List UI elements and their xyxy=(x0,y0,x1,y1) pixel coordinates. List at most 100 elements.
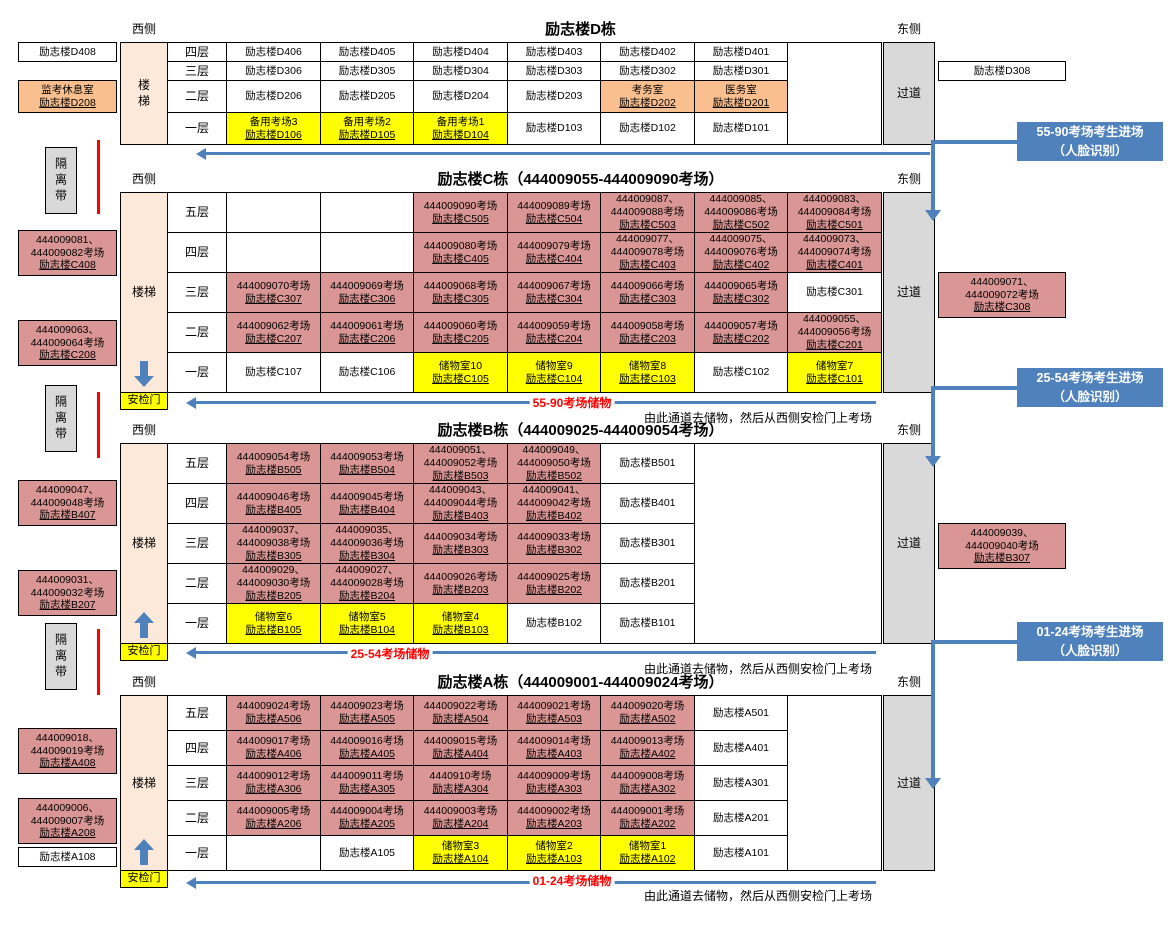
cell-line: 励志楼B205 xyxy=(245,589,302,602)
cell-line: 444009061考场 xyxy=(330,319,404,332)
cell-line: 励志楼D302 xyxy=(619,64,676,77)
room-cell: 444009021考场励志楼A503 xyxy=(507,695,601,731)
cell-line: 444009065考场 xyxy=(704,279,778,292)
cell-line: 励志楼D306 xyxy=(245,64,302,77)
room-cell: 励志楼D305 xyxy=(320,61,414,81)
stairs-label: 楼梯 xyxy=(131,536,156,551)
cell-line: 444009083、 xyxy=(802,193,867,206)
room-cell: 444009073、444009074考场励志楼C401 xyxy=(787,232,882,273)
room-cell: 励志楼B301 xyxy=(600,523,695,564)
cell-line: 励志楼B305 xyxy=(245,549,302,562)
cell-line: 444009012考场 xyxy=(236,770,311,783)
cell-line: 444009045考场 xyxy=(330,490,404,503)
cell-line: 励志楼A502 xyxy=(619,713,676,725)
stairs-arrow-shaft xyxy=(140,850,148,865)
cell-line: 励志楼C107 xyxy=(245,366,302,379)
banner-connector-line xyxy=(931,640,935,778)
cell-line: 励志楼A408 xyxy=(39,757,96,770)
cell-line: 444009071、 xyxy=(970,275,1034,288)
banner-connector-stub xyxy=(931,640,1017,644)
empty-block xyxy=(787,695,882,871)
cell-line: 励志楼B304 xyxy=(338,549,396,562)
room-cell: 励志楼A501 xyxy=(694,695,788,731)
cell-line: 444009029、 xyxy=(241,564,306,577)
room-cell xyxy=(320,192,414,233)
side-label-east: 东侧 xyxy=(896,22,921,36)
cell-line: 444009058考场 xyxy=(610,319,685,332)
cell-line: 励志楼C408 xyxy=(39,259,96,272)
cell-line: 励志楼D104 xyxy=(432,128,489,141)
cell-line: 励志楼C201 xyxy=(806,338,863,351)
security-gate: 安检门 xyxy=(120,870,168,888)
cell-line: 励志楼C105 xyxy=(432,372,489,385)
cell-line: 励志楼A105 xyxy=(338,846,396,859)
side-label-west: 西侧 xyxy=(131,22,156,36)
cell-line: 励志楼D308 xyxy=(973,64,1031,77)
cell-line: 储物室8 xyxy=(628,359,667,372)
room-cell: 励志楼D405 xyxy=(320,42,414,62)
empty-block xyxy=(694,443,882,644)
stairs-arrow-shaft xyxy=(140,623,148,638)
cell-line: 励志楼A302 xyxy=(619,783,676,795)
cell-line: 励志楼B301 xyxy=(619,537,676,550)
room-cell xyxy=(226,835,321,871)
cell-line: 444009018、 xyxy=(35,731,100,744)
room-cell: 444009077、444009078考场励志楼C403 xyxy=(600,232,695,273)
cell-line: 444009036考场 xyxy=(330,537,404,550)
room-cell: 444009008考场励志楼A302 xyxy=(600,765,695,801)
cell-line: 励志楼C202 xyxy=(712,332,770,345)
cell-line: 备用考场1 xyxy=(436,115,485,128)
cell-line: 励志楼C502 xyxy=(712,218,770,231)
room-cell: 444009022考场励志楼A504 xyxy=(413,695,508,731)
room-cell: 励志楼C106 xyxy=(320,352,414,393)
room-cell: 励志楼B501 xyxy=(600,443,695,484)
cell-line: 4440910考场 xyxy=(429,770,492,783)
entry-banner: 01-24考场考生进场（人脸识别） xyxy=(1017,622,1163,661)
cell-line: 励志楼B105 xyxy=(245,623,302,636)
room-cell: 444009005考场励志楼A206 xyxy=(226,800,321,836)
corridor-label: 过道 xyxy=(896,86,921,101)
cell-line: 444009082考场 xyxy=(30,246,105,259)
room-cell: 444009053考场励志楼B504 xyxy=(320,443,414,484)
cell-line: 励志楼B101 xyxy=(619,617,676,630)
corridor-cell: 过道 xyxy=(883,443,935,644)
stairs-cell: 楼梯 xyxy=(120,192,168,393)
left-room-box: 444009018、444009019考场励志楼A408 xyxy=(18,728,117,774)
floor-label: 二层 xyxy=(167,80,227,113)
side-label-east: 东侧 xyxy=(896,172,921,186)
room-cell: 励志楼D403 xyxy=(507,42,601,62)
cell-line: 444009016考场 xyxy=(330,735,404,748)
cell-line: 监考休息室 xyxy=(41,83,94,96)
room-cell: 444009089考场励志楼C504 xyxy=(507,192,601,233)
cell-line: 励志楼A506 xyxy=(245,713,302,725)
cell-line: 励志楼B203 xyxy=(432,583,489,596)
cell-line: 励志楼B302 xyxy=(525,543,583,556)
room-cell: 励志楼D102 xyxy=(600,112,695,145)
cell-line: 励志楼D202 xyxy=(619,96,676,109)
flow-arrow-head-icon xyxy=(186,647,196,659)
room-cell: 444009001考场励志楼A202 xyxy=(600,800,695,836)
floor-label: 五层 xyxy=(167,192,227,233)
cell-line: 励志楼A301 xyxy=(712,776,770,789)
room-cell: 444009034考场励志楼B303 xyxy=(413,523,508,564)
right-room-box: 励志楼D308 xyxy=(938,61,1066,81)
flow-arrow-head-icon xyxy=(186,877,196,889)
banner-line: （人脸识别） xyxy=(1052,643,1128,658)
cell-line: 励志楼A206 xyxy=(245,818,302,830)
storage-route-label: 25-54考场储物 xyxy=(347,645,433,662)
banner-line: （人脸识别） xyxy=(1052,389,1128,404)
cell-line: 励志楼A103 xyxy=(525,853,583,865)
route-note: 由此通道去储物，然后从西侧安检门上考场 xyxy=(643,889,873,903)
cell-line: 储物室1 xyxy=(628,840,667,853)
cell-line: 励志楼A403 xyxy=(525,748,583,760)
cell-line: 励志楼C204 xyxy=(525,332,583,345)
cell-line: 励志楼B104 xyxy=(338,623,396,636)
cell-line: 励志楼B503 xyxy=(432,469,489,482)
cell-line: 444009086考场 xyxy=(704,206,778,219)
floor-label: 四层 xyxy=(167,730,227,766)
corridor-label: 过道 xyxy=(896,536,921,551)
cell-line: 励志楼B204 xyxy=(338,589,396,602)
cell-line: 励志楼C206 xyxy=(338,332,396,345)
cell-line: 444009069考场 xyxy=(330,279,404,292)
